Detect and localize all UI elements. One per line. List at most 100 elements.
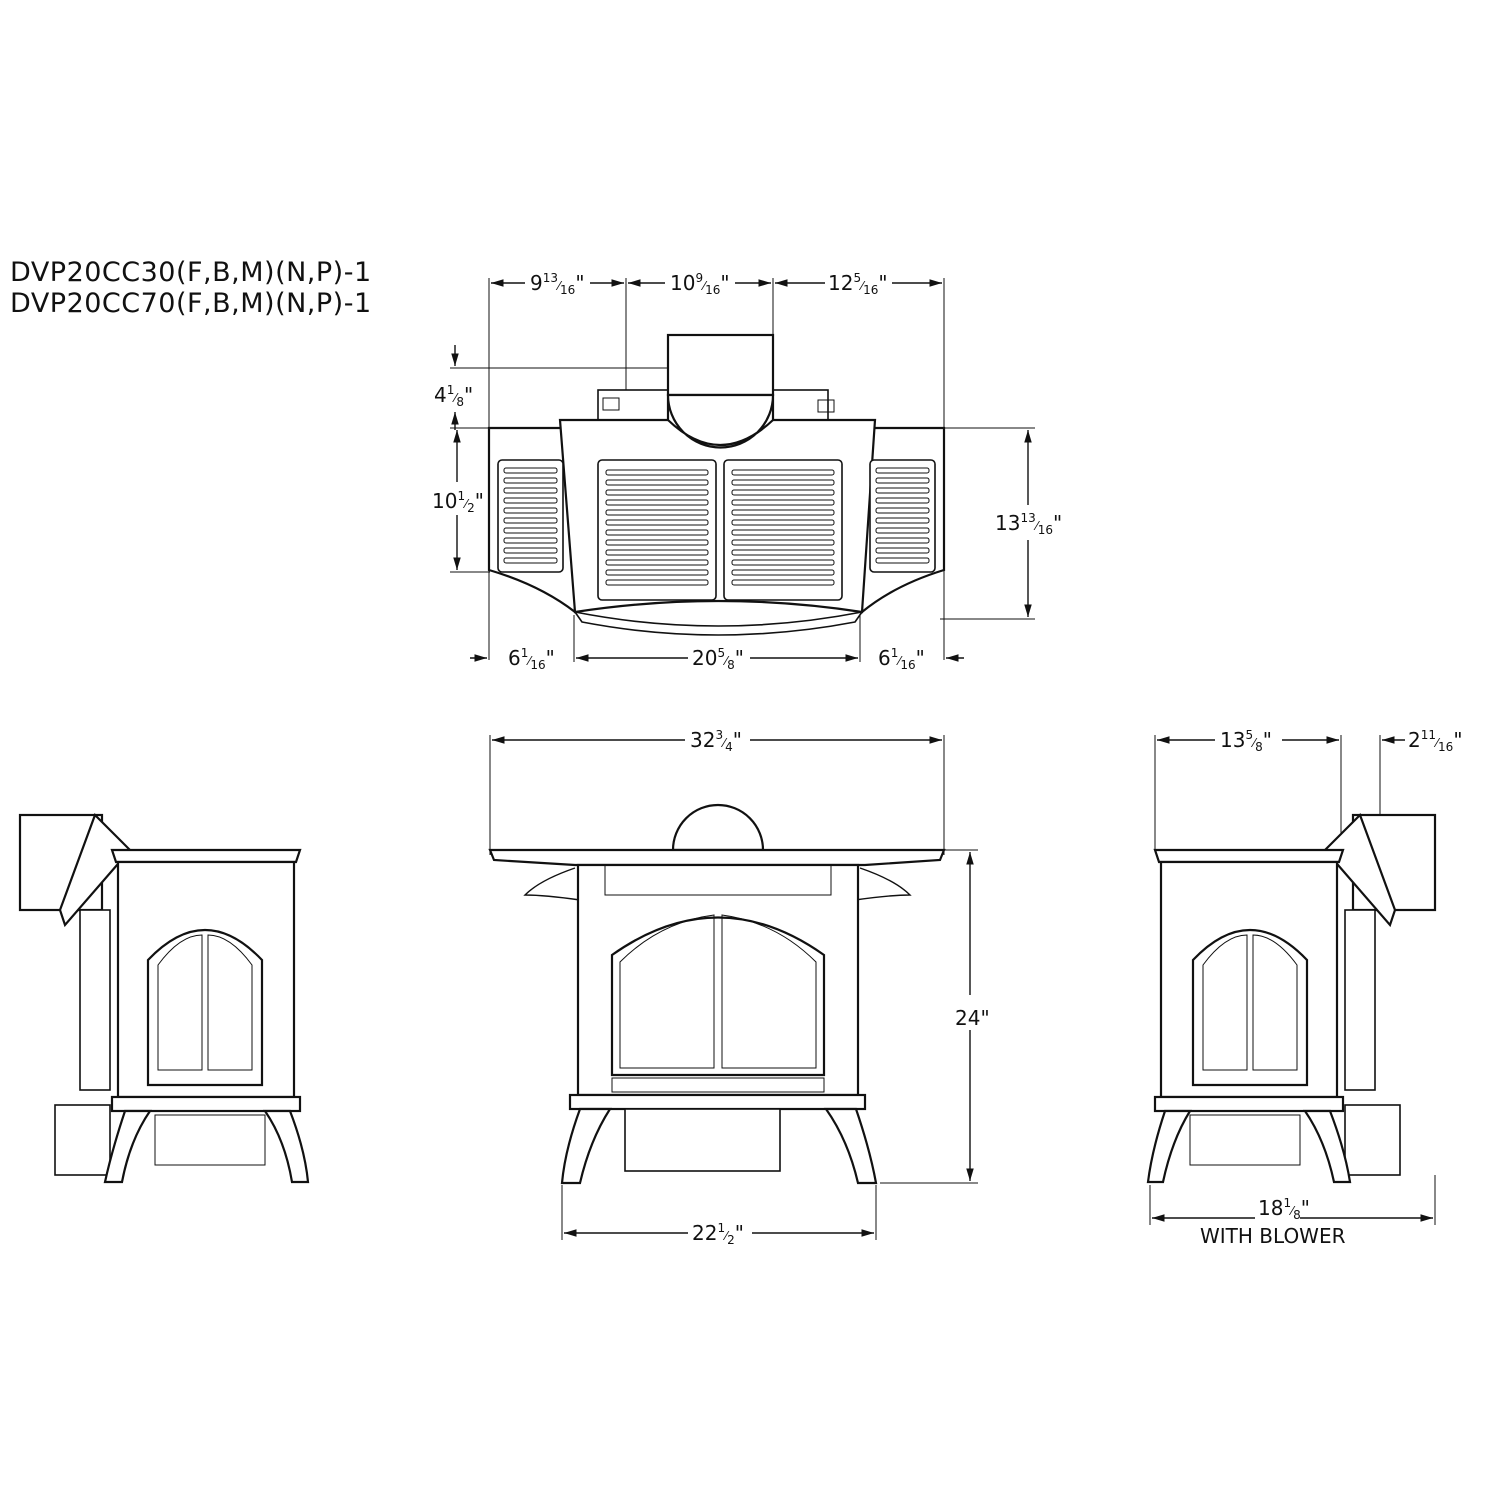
louvre-slat [605, 569, 709, 576]
rear-heat-shield [1344, 909, 1376, 1091]
louvre-slat [605, 579, 709, 586]
top-rear-tab [817, 399, 835, 413]
dim-bottom-left: 61⁄16" [508, 646, 555, 672]
louvre-slat [503, 487, 558, 494]
louvre-slat [875, 477, 930, 484]
right-side-view: 135⁄8" 211⁄16" 181⁄8" WITH BLOWER [1146, 728, 1463, 1248]
louvre-slat [875, 497, 930, 504]
top-plate [488, 848, 946, 867]
louvre-slat [503, 497, 558, 504]
louvre-slat [875, 547, 930, 554]
blower-note: WITH BLOWER [1200, 1224, 1346, 1248]
model-number-2: DVP20CC70(F,B,M)(N,P)-1 [10, 288, 372, 319]
louvre-slat [605, 489, 709, 496]
louvre-slat [875, 517, 930, 524]
gas-valve [1189, 1114, 1301, 1166]
top-front-lip [573, 610, 864, 636]
right-door-glass [721, 914, 817, 1069]
louvre-slat [731, 499, 835, 506]
louvre-slat [731, 569, 835, 576]
dim-height: 24" [955, 1006, 990, 1030]
door-frame [610, 916, 826, 1077]
louvre-slat [731, 539, 835, 546]
right-leg [823, 1107, 878, 1185]
right-leg [1302, 1109, 1352, 1184]
dim-bottom-center: 205⁄8" [692, 646, 744, 672]
louvre-slat [875, 537, 930, 544]
louvre-slat [731, 559, 835, 566]
louvre-slat [605, 529, 709, 536]
side-door-arch [1191, 929, 1309, 1087]
blower-box [624, 1108, 781, 1172]
base-plate [1153, 1095, 1345, 1113]
louvre-slat [503, 507, 558, 514]
rear-box [1344, 1104, 1401, 1176]
gas-valve [154, 1114, 266, 1166]
louvre-slats [503, 467, 930, 586]
louvre-slat [731, 479, 835, 486]
louvre-slat [503, 537, 558, 544]
louvre-slat [503, 527, 558, 534]
louvre-slat [875, 467, 930, 474]
vent-elbow [58, 813, 132, 928]
louvre-slat [605, 559, 709, 566]
dim-side-depth: 101⁄2" [432, 489, 484, 515]
louvre-slat [605, 519, 709, 526]
left-door-glass [619, 914, 715, 1069]
louvre-slat [605, 479, 709, 486]
louvre-slat [731, 519, 835, 526]
vent-elbow [1323, 813, 1397, 928]
base-plate [568, 1093, 867, 1111]
dim-pipe-extension: 211⁄16" [1408, 728, 1463, 754]
dim-side-depth: 135⁄8" [1220, 728, 1272, 754]
side-window [157, 934, 253, 1071]
dim-bottom-right: 61⁄16" [878, 646, 925, 672]
louvre-panel [497, 459, 564, 573]
dim-depth-with-blower: 181⁄8" [1258, 1196, 1310, 1222]
left-bracket [523, 867, 581, 901]
louvre-slat [875, 507, 930, 514]
dim-width-pipe: 109⁄16" [670, 271, 730, 297]
louvre-panel [869, 459, 936, 573]
louvre-slat [503, 547, 558, 554]
dim-pipe-offset: 41⁄8" [434, 383, 473, 409]
vent-dome [671, 803, 765, 852]
louvre-slat [605, 469, 709, 476]
louvre-slat [731, 579, 835, 586]
side-door-arch [146, 929, 264, 1087]
louvre-slat [731, 529, 835, 536]
rear-heat-shield [79, 909, 111, 1091]
dim-top-width: 323⁄4" [690, 728, 742, 754]
base-plate [110, 1095, 302, 1113]
louvre-slat [875, 527, 930, 534]
right-leg [262, 1109, 310, 1184]
top-view: 913⁄16" 109⁄16" 125⁄16" 41⁄8" 101⁄2" 131… [432, 271, 1062, 672]
louvre-slat [731, 549, 835, 556]
louvre-slat [605, 509, 709, 516]
louvre-slat [731, 469, 835, 476]
vent-pipe [666, 333, 775, 397]
left-side-view [18, 813, 310, 1184]
left-leg [560, 1107, 613, 1185]
louvre-slat [503, 467, 558, 474]
dim-width-right: 125⁄16" [828, 271, 888, 297]
front-view: 323⁄4" 24" 221⁄2" [488, 728, 990, 1247]
top-plate [1153, 848, 1345, 864]
dim-width-left: 913⁄16" [530, 271, 585, 297]
dim-base-width: 221⁄2" [692, 1221, 744, 1247]
top-grille [604, 864, 832, 896]
rear-box [54, 1104, 111, 1176]
side-window [1202, 934, 1298, 1071]
dim-total-depth: 1313⁄16" [995, 511, 1062, 537]
bottom-grille [611, 1077, 825, 1093]
top-plate [110, 848, 302, 864]
louvre-slat [731, 489, 835, 496]
louvre-slat [605, 549, 709, 556]
left-leg [1146, 1109, 1192, 1184]
louvre-slat [875, 487, 930, 494]
louvre-slat [503, 517, 558, 524]
louvre-slat [503, 557, 558, 564]
louvre-slat [875, 557, 930, 564]
louvre-slat [731, 509, 835, 516]
